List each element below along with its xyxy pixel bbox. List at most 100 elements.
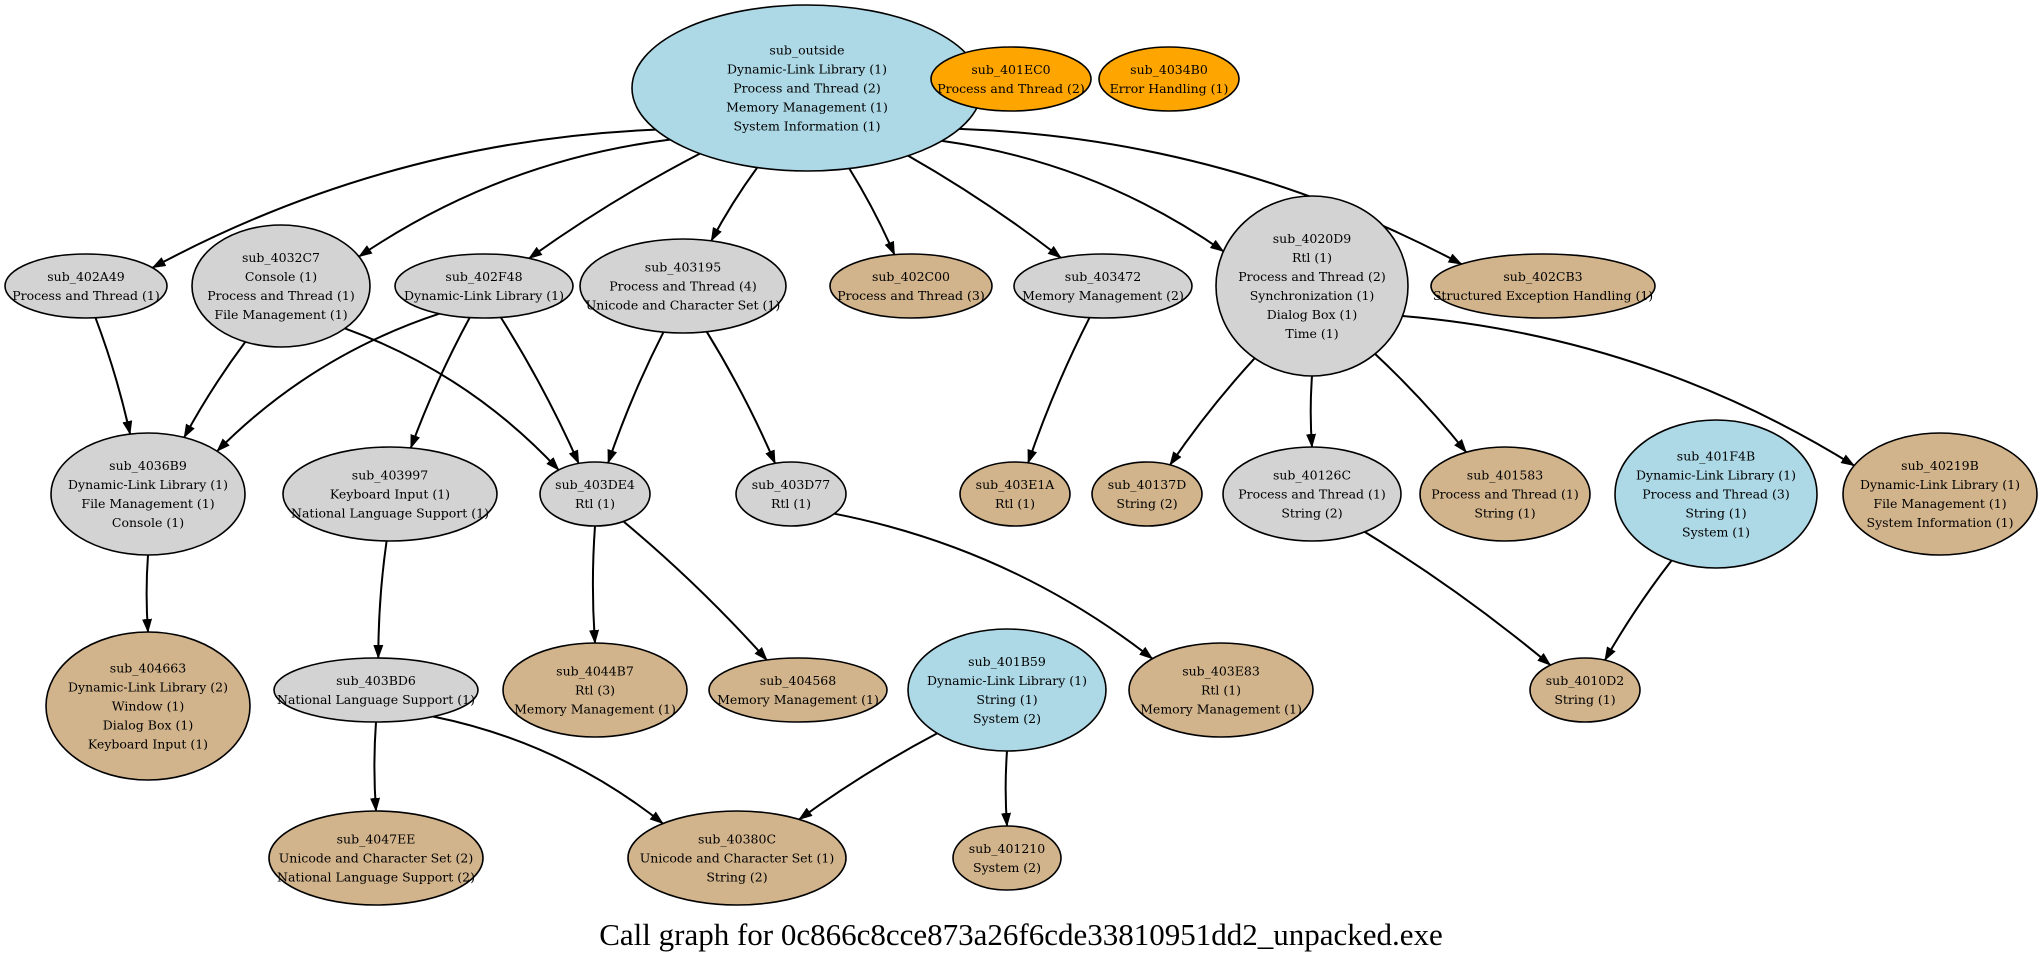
node-ellipse <box>273 657 479 723</box>
node-category: Time (1) <box>1285 326 1338 341</box>
node-category: Dynamic-Link Library (2) <box>68 680 228 695</box>
node-category: Process and Thread (2) <box>733 81 881 96</box>
node-label: sub_40126C <box>1273 468 1351 483</box>
node-ellipse <box>1529 657 1641 723</box>
node-category: String (2) <box>1116 496 1177 511</box>
node-label: sub_402F48 <box>445 269 522 284</box>
node-label: sub_40380C <box>698 832 776 847</box>
edge-sub_4036B9-to-sub_404663 <box>142 554 153 633</box>
node-category: Console (1) <box>112 515 184 530</box>
node-category: Memory Management (1) <box>726 100 888 115</box>
node-label: sub_4032C7 <box>242 250 320 265</box>
node-category: Unicode and Character Set (1) <box>640 851 835 866</box>
node-ellipse <box>502 642 688 738</box>
node-ellipse <box>1128 642 1314 738</box>
node-ellipse <box>579 238 787 334</box>
node-category: Window (1) <box>112 699 185 714</box>
node-ellipse <box>1215 195 1409 377</box>
edge-sub_4020D9-to-sub_40219B <box>1402 315 1856 467</box>
node-ellipse <box>1614 419 1818 569</box>
node-category: Dialog Box (1) <box>103 718 193 733</box>
node-category: Unicode and Character Set (2) <box>279 851 474 866</box>
node-label: sub_outside <box>769 43 844 58</box>
edge-sub_outside-to-sub_402C00 <box>848 167 896 256</box>
node-label: sub_404568 <box>760 673 836 688</box>
edge-sub_403195-to-sub_403D77 <box>705 331 777 465</box>
edge-sub_402F48-to-sub_403DE4 <box>499 316 580 465</box>
node-category: Rtl (1) <box>995 496 1035 511</box>
node-category: Memory Management (1) <box>1140 702 1302 717</box>
edge-sub_401B59-to-sub_401210 <box>1001 750 1012 827</box>
edge-sub_4032C7-to-sub_4036B9 <box>183 341 247 439</box>
node-category: File Management (1) <box>81 496 214 511</box>
node-label: sub_403997 <box>352 468 428 483</box>
edge-sub_403997-to-sub_403BD6 <box>373 540 388 659</box>
edge-sub_403DE4-to-sub_404568 <box>622 520 768 661</box>
node-category: System (1) <box>1682 525 1750 540</box>
node-ellipse <box>930 46 1092 112</box>
node-label: sub_402C00 <box>872 269 950 284</box>
edge-sub_4020D9-to-sub_40137D <box>1169 357 1256 466</box>
node-category: Memory Management (1) <box>717 692 879 707</box>
node-category: String (2) <box>1281 506 1342 521</box>
node-ellipse <box>1419 446 1591 542</box>
node-ellipse <box>282 446 498 542</box>
node-category: Dynamic-Link Library (1) <box>1636 468 1796 483</box>
node-category: String (1) <box>1554 692 1615 707</box>
node-sub_40137D[interactable]: sub_40137D String (2) <box>1091 461 1203 527</box>
edge-sub_403472-to-sub_403E1A <box>1027 317 1091 464</box>
node-category: Dialog Box (1) <box>1267 307 1357 322</box>
node-category: Rtl (1) <box>771 496 811 511</box>
edge-sub_outside-to-sub_4032C7 <box>358 138 671 258</box>
node-label: sub_4034B0 <box>1130 62 1208 77</box>
node-label: sub_403E1A <box>976 477 1056 492</box>
node-sub_403E1A[interactable]: sub_403E1A Rtl (1) <box>959 461 1071 527</box>
node-ellipse <box>959 461 1071 527</box>
node-ellipse <box>829 253 993 319</box>
node-category: System Information (1) <box>1867 515 2014 530</box>
node-sub_40380C[interactable]: sub_40380C Unicode and Character Set (1) S… <box>627 810 847 906</box>
edge-sub_outside-to-sub_402A49 <box>151 128 656 269</box>
node-ellipse <box>627 810 847 906</box>
node-category: File Management (1) <box>214 307 347 322</box>
node-category: National Language Support (1) <box>277 692 475 707</box>
node-label: sub_4020D9 <box>1273 231 1352 246</box>
node-category: Unicode and Character Set (1) <box>586 298 781 313</box>
node-label: sub_4010D2 <box>1546 673 1625 688</box>
node-category: String (2) <box>706 870 767 885</box>
node-category: Process and Thread (3) <box>837 288 985 303</box>
node-label: sub_40137D <box>1108 477 1187 492</box>
node-category: String (1) <box>1474 506 1535 521</box>
node-category: Process and Thread (1) <box>12 288 160 303</box>
node-ellipse <box>735 461 847 527</box>
